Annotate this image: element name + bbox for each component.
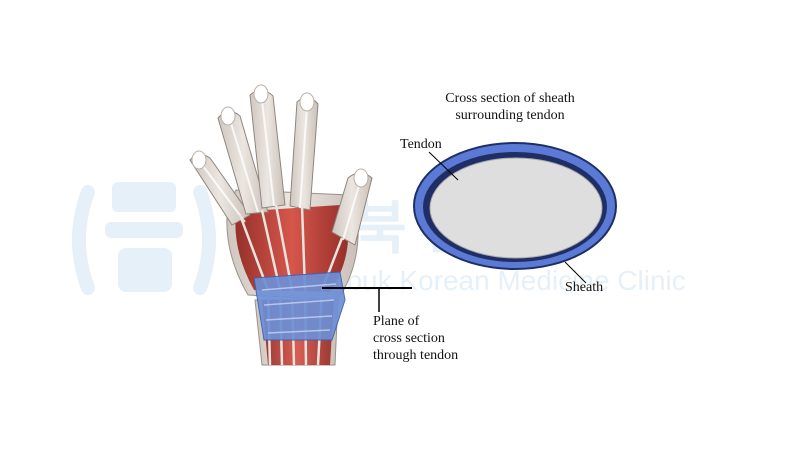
plane-label: Plane of cross section through tendon <box>373 313 458 364</box>
sheath-label: Sheath <box>565 280 604 295</box>
cross-section-title: Cross section of sheath surrounding tend… <box>410 90 610 124</box>
cross-section-title-line-1: Cross section of sheath <box>445 91 575 106</box>
tendon-pointer-line <box>428 151 459 181</box>
watermark-logo-icon <box>72 182 216 295</box>
plane-label-line-1: Plane of <box>373 314 420 329</box>
tendon-label: Tendon <box>400 137 442 152</box>
plane-label-line-2: cross section <box>373 331 445 346</box>
watermark-english: Munbuk Korean Medicine Clinic <box>292 265 686 296</box>
sheath-pointer-line <box>564 261 587 284</box>
cross-section-title-line-2: surrounding tendon <box>455 108 565 123</box>
plane-label-line-3: through tendon <box>373 348 459 363</box>
tendon-core <box>429 157 603 259</box>
